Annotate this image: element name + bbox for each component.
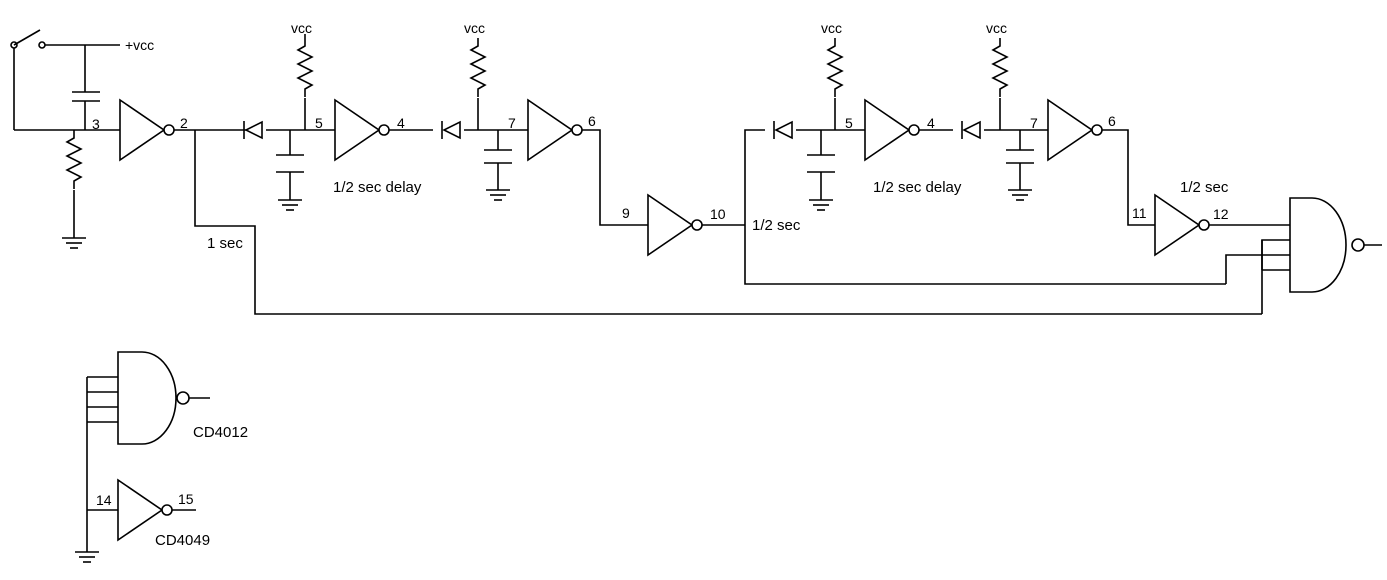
ground-symbol [808,199,834,211]
inverter-gate [864,99,920,161]
diode [243,120,263,140]
pin-label: 5 [315,115,323,131]
inverter-gate [1047,99,1103,161]
inverter-gate [334,99,390,161]
inverter-gate [1154,194,1210,256]
ground-symbol [277,199,303,211]
pin-label: 7 [1030,115,1038,131]
ground-symbol [485,189,511,201]
switch-lever [13,29,41,46]
pin-label: 15 [178,491,194,507]
cd4012-label: CD4012 [193,424,248,441]
input-stage: +vcc 3 2 [10,29,255,249]
switch-contact-b [38,41,46,49]
pin-label: 7 [508,115,516,131]
pin-label: 2 [180,115,188,131]
one-sec-label: 1 sec [207,235,243,252]
inverter-gate-key [117,479,173,541]
nand-gate-key [117,351,177,445]
diode [441,120,461,140]
plus-vcc-label: +vcc [125,37,154,53]
inverter-gate [527,99,583,161]
vcc-label: vcc [291,20,312,36]
pin-label: 12 [1213,206,1229,222]
pin-label: 6 [1108,113,1116,129]
ground-symbol [1007,189,1033,201]
vcc-label: vcc [464,20,485,36]
half-sec-delay-label: 1/2 sec delay [333,179,422,196]
pin-label: 5 [845,115,853,131]
pullup-resistor [470,37,486,98]
pin-label: 3 [92,116,100,132]
delay-stage-b: vcc 5 4 1/2 sec delay vcc 7 6 [744,20,1155,226]
diode [961,120,981,140]
half-sec-delay-label: 1/2 sec delay [873,179,962,196]
vcc-label: vcc [986,20,1007,36]
pin-label: 4 [927,115,935,131]
pullup-resistor [827,37,843,98]
nand-output-bubble [1351,238,1365,252]
output-stage: 1/2 sec 11 12 1 sec [194,130,1382,315]
inverter-gate [647,194,703,256]
middle-inverter: 9 10 1/2 sec [622,194,801,256]
half-sec-label: 1/2 sec [1180,179,1229,196]
nand-output-bubble [176,391,190,405]
pin-label: 14 [96,492,112,508]
half-sec-label: 1/2 sec [752,217,801,234]
nand-gate [1289,197,1347,293]
pin-label: 10 [710,206,726,222]
pullup-resistor [992,37,1008,98]
pulldown-resistor [66,129,82,190]
ground-symbol [74,551,100,563]
diode [773,120,793,140]
parts-legend: CD4012 14 15 CD4049 [74,351,248,563]
inverter-gate [119,99,175,161]
ground-symbol [61,237,87,249]
pin-label: 4 [397,115,405,131]
pin-label: 9 [622,205,630,221]
pin-label: 6 [588,113,596,129]
cd4049-label: CD4049 [155,532,210,549]
pullup-resistor [297,37,313,98]
delay-stage-a: vcc 5 4 1/2 sec delay vcc 7 6 [243,20,648,226]
vcc-label: vcc [821,20,842,36]
pin-label: 11 [1132,205,1147,221]
